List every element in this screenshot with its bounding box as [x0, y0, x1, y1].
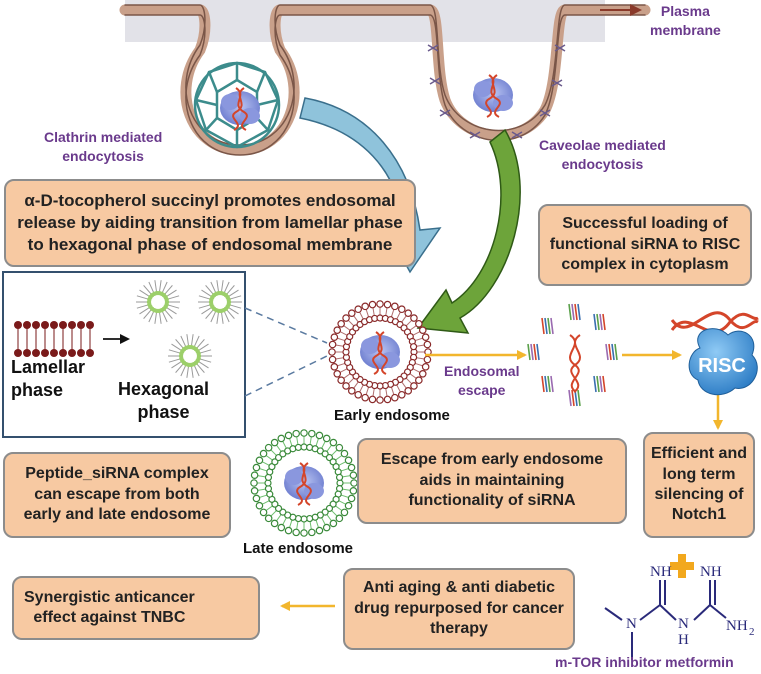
metformin-label: m-TOR inhibitor metformin [555, 654, 734, 670]
metformin-structure [604, 580, 727, 660]
risc-complex [688, 328, 758, 396]
lamellar-phase-label: Lamellar phase [11, 357, 86, 401]
late-endosome-label: Late endosome [243, 540, 354, 557]
hexagonal-phase-label: Hexagonal phase [118, 379, 210, 423]
caveolae-to-endosome-arrow [416, 128, 521, 334]
central-sirna-helix [569, 334, 581, 393]
dna-helix-icon [670, 311, 759, 334]
released-sirna-cluster [527, 303, 618, 407]
caveolae-endocytosis-label: Caveolae mediated endocytosis [539, 137, 666, 172]
nanoparticle-cargo-caveolae [472, 74, 514, 118]
clathrin-endocytosis-label: Clathrin mediated endocytosis [44, 129, 163, 164]
peptide-escape-box: Peptide_siRNA complex can escape from bo… [3, 452, 231, 538]
early-endosome [328, 300, 432, 404]
late-endosome-cargo [283, 462, 325, 506]
caveolin-proteins [427, 44, 566, 139]
early-endosome-cargo [359, 331, 401, 375]
synergistic-effect-box: Synergistic anticancer effect against TN… [12, 576, 260, 640]
endosomal-escape-label: Endosomal escape [444, 363, 520, 398]
plasma-membrane-label: Plasma membrane [650, 3, 721, 38]
hexagonal-micelles [136, 280, 242, 378]
late-endosome [250, 429, 358, 537]
risc-label: RISC [698, 355, 746, 377]
risc-loading-box: Successful loading of functional siRNA t… [538, 204, 752, 286]
atom-n-mid: N [678, 616, 689, 632]
plus-icon [670, 554, 694, 578]
atom-nh2-subscript: 2 [749, 626, 755, 638]
lamellar-bilayer [14, 321, 94, 357]
early-endosome-label: Early endosome [334, 407, 450, 424]
notch1-silencing-box: Efficient and long term silencing of Not… [643, 432, 755, 538]
clathrin-coated-vesicle [193, 61, 281, 149]
atom-n-left: N [626, 616, 637, 632]
inset-connector-top [244, 307, 328, 344]
atom-nh2: NH [726, 618, 748, 634]
early-escape-box: Escape from early endosome aids in maint… [357, 438, 627, 524]
atom-nh-right: NH [700, 564, 722, 580]
drug-repurposing-box: Anti aging & anti diabetic drug repurpos… [343, 568, 575, 650]
atom-nh-left: NH [650, 564, 672, 580]
metformin-atom-labels: NH NH N N H NH 2 [626, 564, 755, 648]
tocopherol-mechanism-box: α-D-tocopherol succinyl promotes endosom… [4, 179, 416, 267]
atom-h-mid: H [678, 632, 689, 648]
inset-connector-bottom [244, 355, 328, 397]
